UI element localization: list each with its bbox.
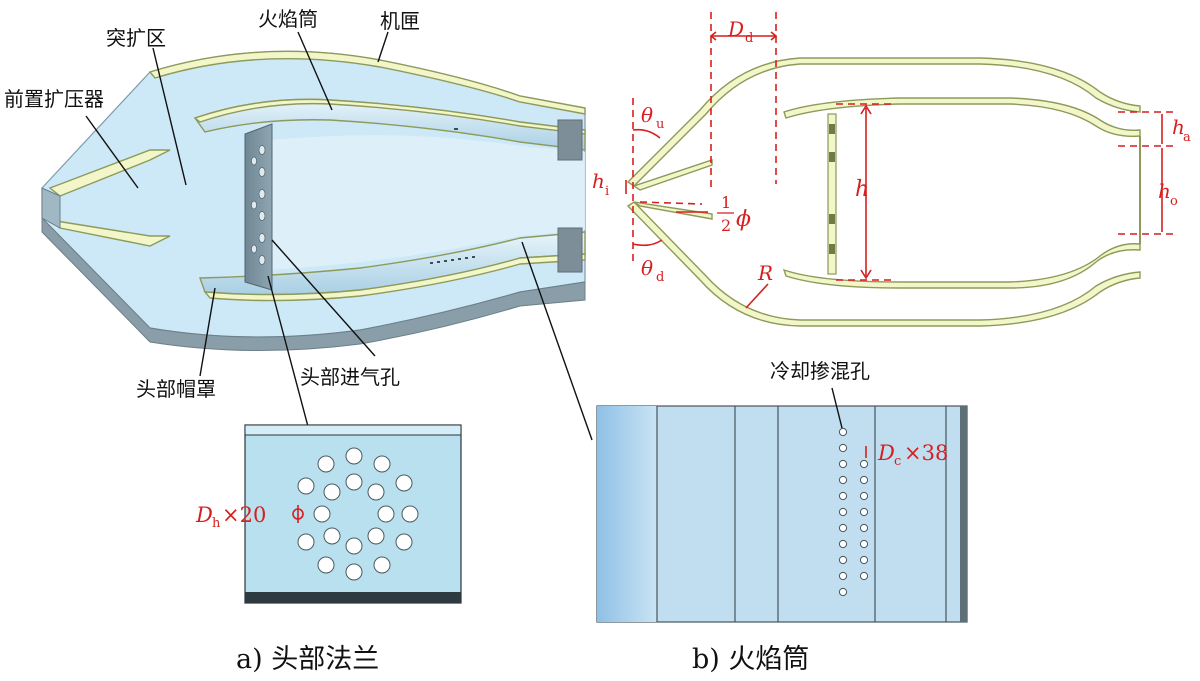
pre-diffuser-wedge: [632, 159, 713, 191]
label-head-intake-holes: 头部进气孔: [300, 365, 400, 389]
dim-ha: h: [1172, 115, 1185, 139]
dim-Dd-sub: d: [745, 31, 753, 46]
dim-h: h: [855, 177, 869, 202]
leader-lines: [85, 31, 593, 441]
dim-theta-u: θ: [641, 103, 653, 127]
head-flange-section: [827, 113, 837, 275]
dim-theta-d-sub: d: [656, 270, 664, 285]
head-intake-holes-3d: [251, 145, 266, 265]
liner-outline-lower: [782, 243, 1141, 289]
caption-a: a) 头部法兰: [236, 644, 379, 675]
head-flange-plate: [244, 123, 273, 291]
dim-R: R: [757, 261, 773, 285]
dim-phi: ϕ: [736, 207, 751, 232]
dim-phi-den: 2: [721, 216, 731, 235]
dimension-annotations: D d θ u θ d h i 1 2 ϕ h h a h o R: [592, 12, 1191, 309]
dim-ho-sub: o: [1170, 194, 1178, 209]
label-casing: 机匣: [380, 9, 420, 33]
flame-tube-inset: 冷却掺混孔 D c ×38: [596, 359, 968, 623]
label-sudden-expansion: 突扩区: [106, 26, 166, 50]
prediffuser-upper: [48, 149, 171, 197]
casing-outline: [626, 57, 1141, 187]
head-flange-hole-pattern: [297, 447, 419, 581]
label-cooling-dilution-holes: 冷却掺混孔: [770, 359, 870, 383]
dim-Dh-count: ×20: [222, 503, 266, 527]
dim-Dh-label: D: [195, 503, 213, 527]
dim-hi-sub: i: [605, 184, 609, 199]
dim-Dd: D: [727, 17, 744, 41]
caption-b: b) 火焰筒: [692, 644, 809, 675]
dim-phi-num: 1: [721, 193, 731, 212]
head-flange-inset: D h ×20: [195, 424, 462, 604]
dim-Dh-subscript: h: [212, 516, 221, 531]
dim-ho: h: [1158, 179, 1171, 203]
label-head-cowl: 头部帽罩: [136, 377, 216, 401]
dim-Dc-count: ×38: [904, 441, 948, 465]
dim-theta-u-sub: u: [656, 117, 664, 132]
dim-ha-sub: a: [1183, 130, 1191, 145]
label-flame-tube: 火焰筒: [258, 7, 318, 31]
label-pre-diffuser: 前置扩压器: [4, 87, 104, 111]
dim-theta-d: θ: [641, 256, 653, 280]
liner-cooling-holes-3d: [430, 128, 475, 264]
casing-wall: [148, 50, 586, 115]
dim-Dc-label: D: [877, 441, 895, 465]
combustor-3d-view: 突扩区 火焰筒 机匣 前置扩压器 头部帽罩 头部进气孔: [4, 7, 593, 441]
dim-hi: h: [592, 169, 605, 193]
flame-tube-section: [626, 57, 1141, 327]
cooling-dilution-holes: [838, 427, 869, 597]
dim-Dc-subscript: c: [894, 454, 901, 469]
